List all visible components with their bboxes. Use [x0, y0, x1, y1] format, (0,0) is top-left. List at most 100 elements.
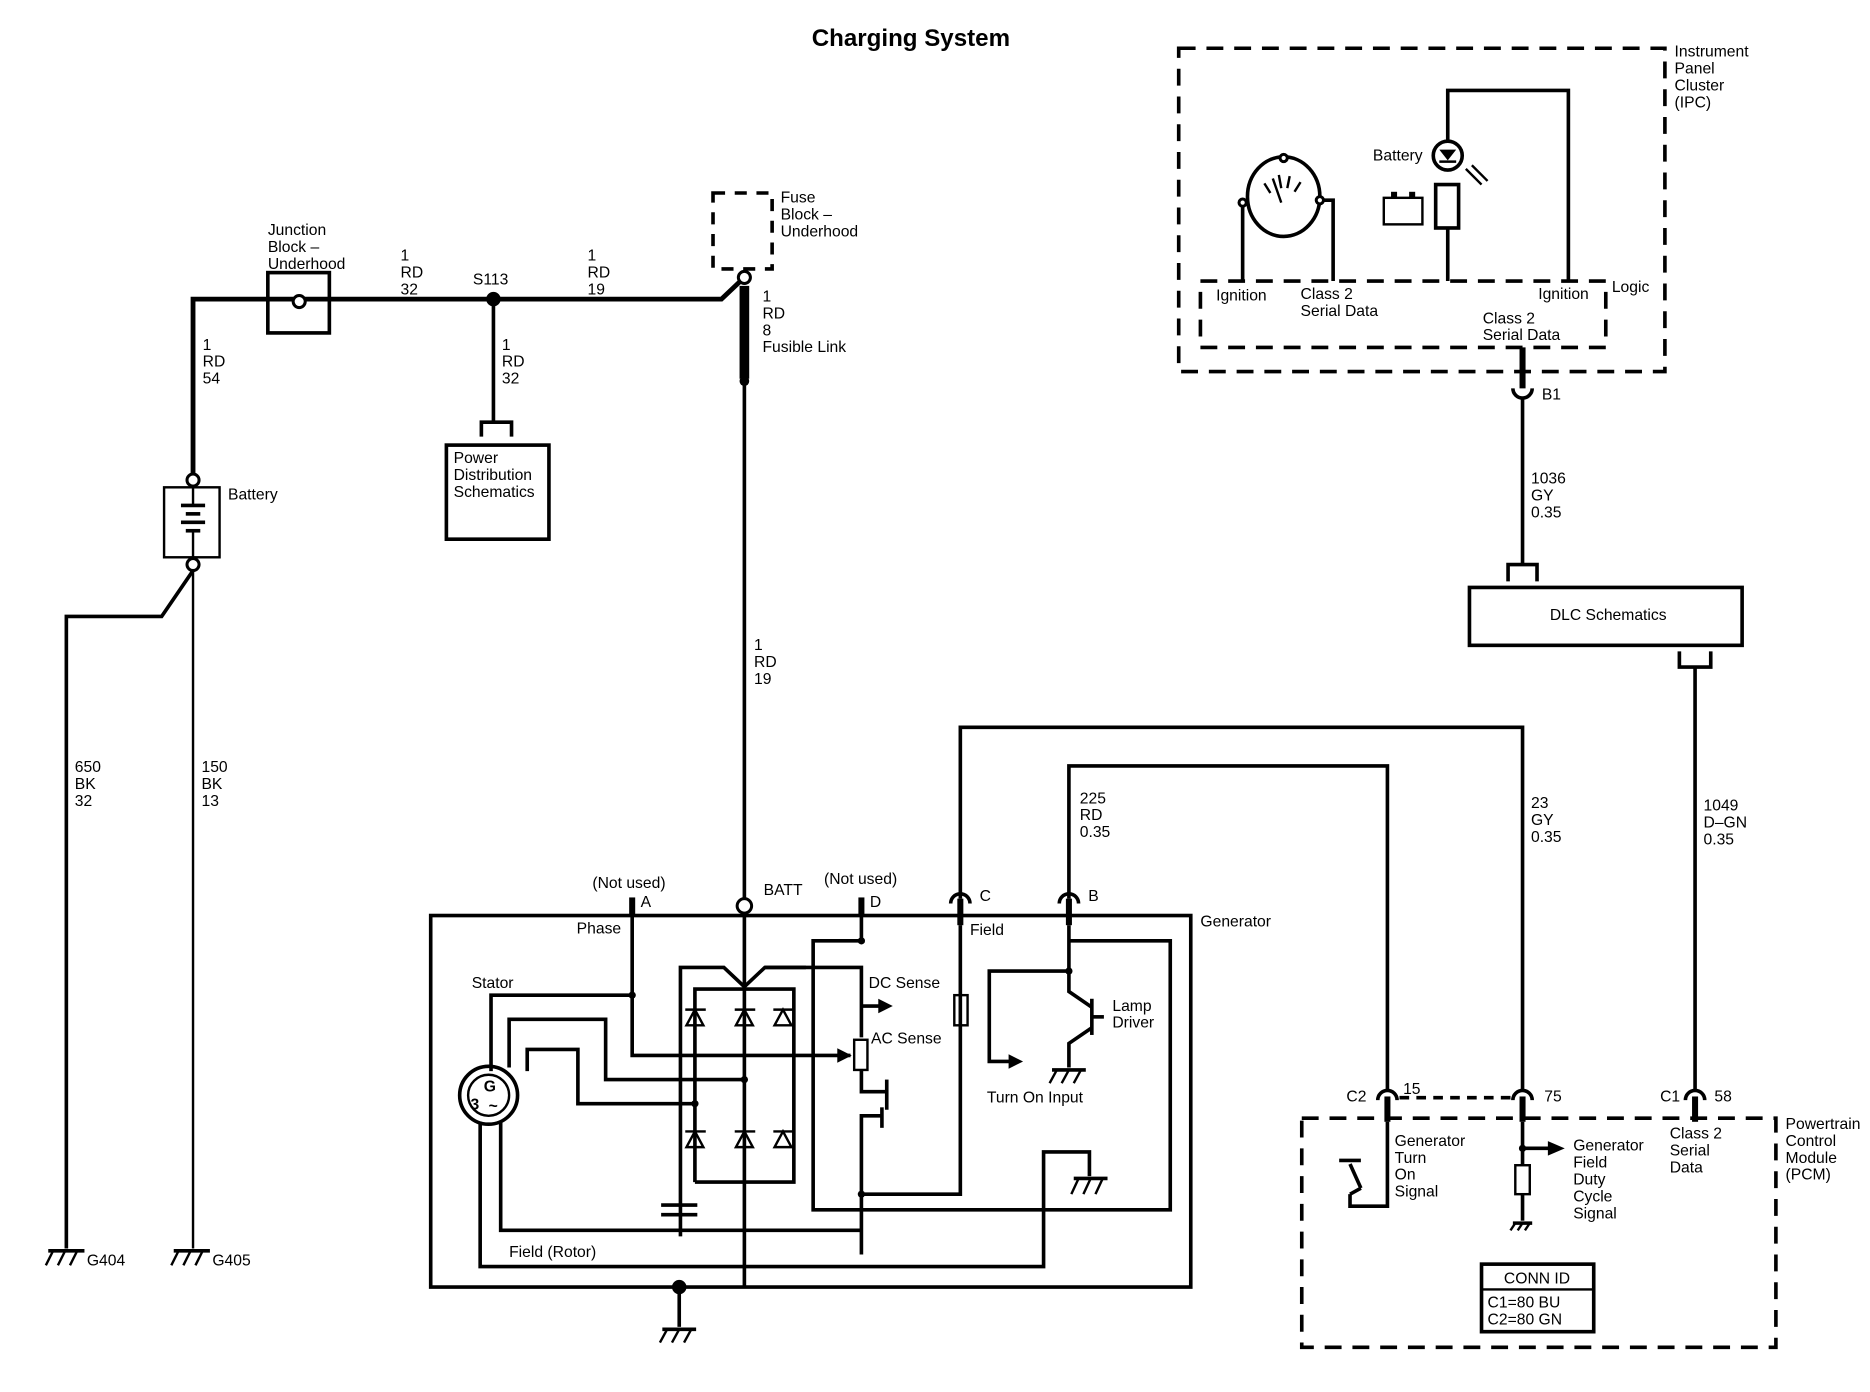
power-distribution-box[interactable]	[444, 443, 551, 541]
gauge-needle-icon	[1263, 174, 1302, 204]
svg-text:RD: RD	[502, 354, 525, 371]
turn-on-switch-wire	[1348, 1121, 1390, 1209]
ipc-class2-left-label: Class 2 Serial Data	[1301, 286, 1379, 320]
diagram-title: Charging System	[812, 25, 1010, 52]
wire-bk-650	[64, 569, 195, 1249]
svg-text:19: 19	[588, 281, 605, 298]
c1-label: C1	[1660, 1088, 1680, 1105]
svg-text:0.35: 0.35	[1531, 829, 1562, 846]
ipc-class2-wire-left	[1323, 198, 1335, 282]
svg-text:Fusible Link: Fusible Link	[762, 339, 846, 356]
ground-g405-icon	[170, 1249, 210, 1266]
generator-symbol-icon	[457, 1064, 520, 1127]
turn-on-input-arrow	[1008, 1054, 1024, 1069]
pcm-box	[1299, 1116, 1778, 1350]
dlc-schematics-box[interactable]	[1467, 585, 1744, 648]
svg-text:Underhood: Underhood	[781, 223, 859, 240]
svg-text:Class 2: Class 2	[1483, 310, 1535, 327]
c2-connector	[1375, 1088, 1399, 1101]
conn-id-row: C2=80 GN	[1488, 1311, 1562, 1328]
dc-sense-wire	[764, 965, 864, 1038]
svg-text:Instrument: Instrument	[1675, 44, 1750, 61]
svg-text:Junction: Junction	[268, 222, 326, 239]
svg-text:Powertrain: Powertrain	[1786, 1116, 1861, 1133]
svg-text:GY: GY	[1531, 488, 1554, 505]
battery-icon	[180, 487, 206, 558]
conn-id-table: CONN ID C1=80 BU C2=80 GN	[1479, 1262, 1596, 1334]
lamp-driver-ground-icon	[1048, 1068, 1086, 1084]
ipc-ignition-left-label: Ignition	[1216, 287, 1267, 304]
wire-rd-main-bus	[190, 275, 747, 481]
field-duty-arrow	[1547, 1141, 1565, 1156]
lamp-resistor	[1433, 182, 1461, 230]
turn-on-switch-icon	[1348, 1163, 1363, 1189]
pin-c-label: C	[980, 888, 991, 905]
lamp-driver-label: Lamp Driver	[1112, 998, 1154, 1032]
battery-lamp-led-icon	[1431, 139, 1465, 172]
ipc-logic-label: Logic	[1612, 279, 1650, 296]
generator: Generator (Not used) A Phase BATT (Not u…	[428, 871, 1271, 1344]
generator-label: Generator	[1200, 913, 1271, 930]
ac-sense-arrow	[837, 1048, 852, 1063]
pcm-label: Powertrain Control Module (PCM)	[1786, 1116, 1861, 1184]
wire-label-rd-32-drop: 1 RD 32	[502, 337, 525, 388]
c2-label: C2	[1346, 1088, 1366, 1105]
svg-text:Lamp: Lamp	[1112, 998, 1151, 1015]
svg-text:1: 1	[754, 637, 763, 654]
svg-text:Generator: Generator	[1573, 1138, 1644, 1155]
generator-box	[428, 913, 1193, 1289]
fuse-block-terminal	[736, 269, 752, 285]
diode-icon	[684, 1007, 794, 1149]
fuse-block-underhood	[711, 191, 774, 271]
gen-symbol-g: G	[484, 1079, 496, 1096]
instrument-panel-cluster: Instrument Panel Cluster (IPC) Logic	[1176, 44, 1750, 582]
battery-positive-terminal	[185, 472, 201, 488]
conn-id-row: C1=80 BU	[1488, 1295, 1561, 1312]
gen-symbol-ac: ~	[489, 1098, 498, 1115]
svg-text:BK: BK	[75, 776, 96, 793]
battery-indicator-icon	[1382, 196, 1424, 226]
ipc-logic-box	[1198, 279, 1608, 350]
phase-wire	[630, 915, 680, 1058]
c1-connector	[1683, 1088, 1707, 1101]
transistor-gate	[859, 1069, 887, 1094]
svg-text:Cycle: Cycle	[1573, 1188, 1612, 1205]
svg-text:0.35: 0.35	[1704, 831, 1735, 848]
battery-label: Battery	[228, 486, 278, 503]
svg-text:8: 8	[762, 322, 771, 339]
b1-connector	[1511, 388, 1535, 400]
c1-pin-label: 58	[1714, 1088, 1732, 1105]
ipc-label: Instrument Panel Cluster (IPC)	[1675, 44, 1750, 112]
dlc-connector-top	[1506, 562, 1539, 582]
ipc-class2-right-label: Class 2 Serial Data	[1483, 310, 1561, 344]
transistor-drain	[859, 1113, 882, 1255]
svg-text:RD: RD	[762, 305, 785, 322]
svg-text:225: 225	[1080, 790, 1106, 807]
wire-label-gy-1036: 1036 GY 0.35	[1531, 471, 1566, 522]
pin-d-note: (Not used)	[824, 871, 897, 888]
pcm-ground-icon	[1509, 1221, 1533, 1232]
dlc-connector-bottom	[1677, 651, 1713, 669]
junction-block	[266, 270, 332, 335]
dc-sense-label: DC Sense	[869, 975, 941, 992]
svg-text:1049: 1049	[1704, 798, 1739, 815]
svg-text:0.35: 0.35	[1531, 504, 1562, 521]
wire-label-fusible-link: 1 RD 8 Fusible Link	[762, 289, 846, 357]
svg-text:RD: RD	[203, 354, 226, 371]
svg-text:(PCM): (PCM)	[1786, 1167, 1831, 1184]
wire-label-bk-150: 150 BK 13	[201, 759, 227, 810]
svg-text:RD: RD	[1080, 807, 1103, 824]
ipc-ignition-wire-right	[1445, 88, 1571, 282]
wire-label-rd-19-top: 1 RD 19	[588, 248, 611, 299]
ipc-box	[1176, 46, 1667, 374]
wire-label-bk-650: 650 BK 32	[75, 759, 101, 810]
svg-text:1: 1	[588, 248, 597, 265]
stator-wire-2	[507, 1017, 745, 1082]
pin-b-label: B	[1088, 888, 1098, 905]
svg-text:Generator: Generator	[1395, 1133, 1466, 1150]
field-rotor-label: Field (Rotor)	[509, 1244, 596, 1261]
wire-label-rd-19-main: 1 RD 19	[754, 637, 777, 688]
svg-text:RD: RD	[754, 654, 777, 671]
svg-text:1: 1	[203, 337, 212, 354]
svg-text:54: 54	[203, 371, 221, 388]
